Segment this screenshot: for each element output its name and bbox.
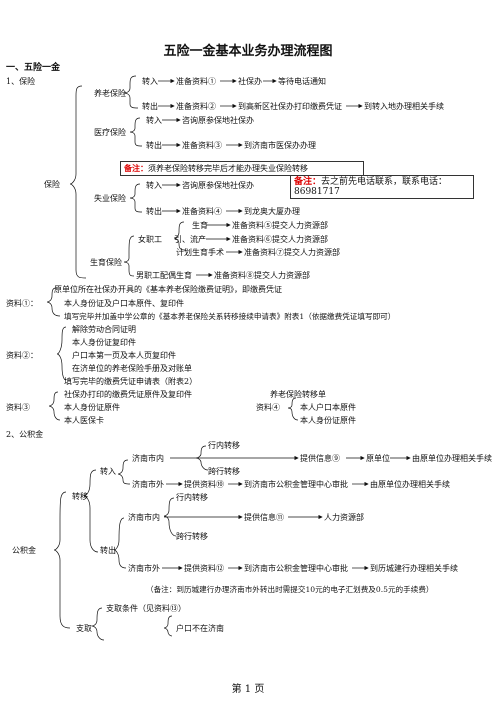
maternity-abortion-step: 准备资料⑥提交人力资源部 <box>232 235 328 244</box>
material3-line2: 本人身份证原件 <box>64 403 120 412</box>
note-label: 备注： <box>294 177 322 187</box>
medical-out-step1: 准备资料③ <box>182 141 222 150</box>
material2-line2: 本人身份证复印件 <box>72 338 136 347</box>
section-heading-wuxianyijin: 一、五险一金 <box>6 63 61 73</box>
page-footer: 第 1 页 <box>231 684 265 695</box>
withdraw-label: 支取 <box>76 624 92 633</box>
material2-line4: 在济单位的养老保险手册及对账单 <box>72 364 192 373</box>
pension-in-step3: 等待电话通知 <box>278 77 326 86</box>
in-outside-step1: 提供资料⑩ <box>184 480 224 489</box>
note-text: 须养老保险转移完毕后才能办理失业保险转移 <box>148 164 308 173</box>
medical-out-label: 转出 <box>146 141 162 150</box>
note-phone: 备注：去之前先电话联系，联系电话：86981717 <box>290 175 474 199</box>
medical-in-label: 转入 <box>146 116 162 125</box>
material3-label: 资料③ <box>6 403 30 412</box>
maternity-spouse: 男职工配偶生育 <box>136 271 192 280</box>
material1-line1: 原单位所在社保办开具的《基本养老保险缴费证明》，即缴费凭证 <box>54 285 282 294</box>
in-jinan-city: 济南市内 <box>132 454 164 463</box>
material1-line3: 填写完毕并加盖中学公章的《基本养老保险关系转移接续申请表》附表1（依据缴费凭证填… <box>64 312 396 321</box>
note-unemployment-order: 备注：须养老保险转移完毕后才能办理失业保险转移 <box>120 161 364 176</box>
in-outside-city: 济南市外 <box>132 480 164 489</box>
unemployment-out-step2: 到龙奥大厦办理 <box>244 207 300 216</box>
maternity-planning: 计划生育手术 <box>176 248 224 257</box>
unemployment-out-label: 转出 <box>146 207 162 216</box>
material4-heading: 养老保险转移单 <box>270 390 326 399</box>
out-outside-step3: 到历城建行办理相关手续 <box>370 564 458 573</box>
page-title: 五险一金基本业务办理流程图 <box>163 44 333 59</box>
in-jinan-step1: 提供信息⑨ <box>300 454 340 463</box>
material3-line1: 社保办打印的缴费凭证原件及复印件 <box>64 390 192 399</box>
pension-out-label: 转出 <box>142 102 158 111</box>
transfer-out-label: 转出 <box>100 546 116 555</box>
out-jinan-step2: 人力资源部 <box>324 513 364 522</box>
pension-in-step2: 社保办 <box>238 77 262 86</box>
out-outside-step2: 到济南市公积金管理中心审批 <box>244 564 348 573</box>
unemployment-in-label: 转入 <box>146 181 162 190</box>
insurance-group-label: 保险 <box>44 180 60 189</box>
pension-in-label: 转入 <box>142 77 158 86</box>
in-cross-bank: 跨行转移 <box>208 467 240 476</box>
section-label-insurance: 1、保险 <box>6 77 36 86</box>
in-jinan-step2: 原单位 <box>366 454 390 463</box>
material3-line3: 本人医保卡 <box>64 416 104 425</box>
medical-out-step2: 到济南市医保办办理 <box>244 141 316 150</box>
out-outside-step1: 提供资料⑫ <box>184 564 224 573</box>
maternity-spouse-step: 准备资料⑧提交人力资源部 <box>214 271 310 280</box>
transfer-label: 转移 <box>72 492 88 501</box>
material2-line1: 解除劳动合同证明 <box>72 325 136 334</box>
pension-out-step2: 到高新区社保办打印缴费凭证 <box>238 102 342 111</box>
material2-line5: 填写完毕的缴费凭证申请表（附表2） <box>64 377 198 386</box>
pension-in-step1: 准备资料① <box>176 77 216 86</box>
in-jinan-step3: 由原单位办理相关手续 <box>412 454 492 463</box>
unemployment-out-step1: 准备资料④ <box>182 207 222 216</box>
section-label-housing-fund: 2、公积金 <box>6 430 44 439</box>
material4-label: 资料④ <box>256 403 280 412</box>
transfer-in-label: 转入 <box>100 467 116 476</box>
in-same-bank: 行内转移 <box>208 441 240 450</box>
out-jinan-city: 济南市内 <box>128 513 160 522</box>
material2-line3: 户口本第一页及本人页复印件 <box>72 351 176 360</box>
material4-line2: 本人身份证原件 <box>300 416 356 425</box>
unemployment-insurance-label: 失业保险 <box>94 194 126 203</box>
out-cross-bank: 跨行转移 <box>176 532 208 541</box>
maternity-planning-step: 准备资料⑦提交人力资源部 <box>244 248 340 257</box>
pension-insurance-label: 养老保险 <box>94 89 126 98</box>
note-label: 备注： <box>124 163 148 173</box>
maternity-abortion: 引、流产 <box>174 235 206 244</box>
unemployment-in-step1: 咨询原参保地社保办 <box>182 181 254 190</box>
medical-insurance-label: 医疗保险 <box>94 128 126 137</box>
material1-label: 资料①： <box>6 299 38 308</box>
in-outside-step2: 到济南市公积金管理中心审批 <box>244 480 348 489</box>
pension-out-step1: 准备资料② <box>176 102 216 111</box>
material2-label: 资料②： <box>6 351 38 360</box>
withdraw-condition: 支取条件（见资料⑬） <box>106 604 186 613</box>
material4-line1: 本人户口本原件 <box>300 403 356 412</box>
out-jinan-step1: 提供信息⑪ <box>244 513 284 522</box>
note-text: 去之前先电话联系，联系电话：86981717 <box>294 177 448 197</box>
maternity-birth: 生育 <box>192 221 208 230</box>
medical-in-step1: 咨询原参保地社保办 <box>182 116 254 125</box>
withdraw-not-jinan: 户口不在济南 <box>176 624 224 633</box>
maternity-birth-step: 准备资料⑤提交人力资源部 <box>232 221 328 230</box>
in-outside-step3: 由原单位办理相关手续 <box>370 480 450 489</box>
out-same-bank: 行内转移 <box>176 493 208 502</box>
out-outside-city: 济南市外 <box>128 564 160 573</box>
female-staff-label: 女职工 <box>138 235 162 244</box>
pension-out-step3: 到转入地办理相关手续 <box>364 102 444 111</box>
transfer-remark: （备注：到历城建行办理济南市外转出时需提交10元的电子汇划费及0.5元的手续费） <box>146 585 434 594</box>
housing-fund-label: 公积金 <box>12 546 36 555</box>
material1-line2: 本人身份证及户口本原件、复印件 <box>64 299 184 308</box>
maternity-insurance-label: 生育保险 <box>90 258 122 267</box>
